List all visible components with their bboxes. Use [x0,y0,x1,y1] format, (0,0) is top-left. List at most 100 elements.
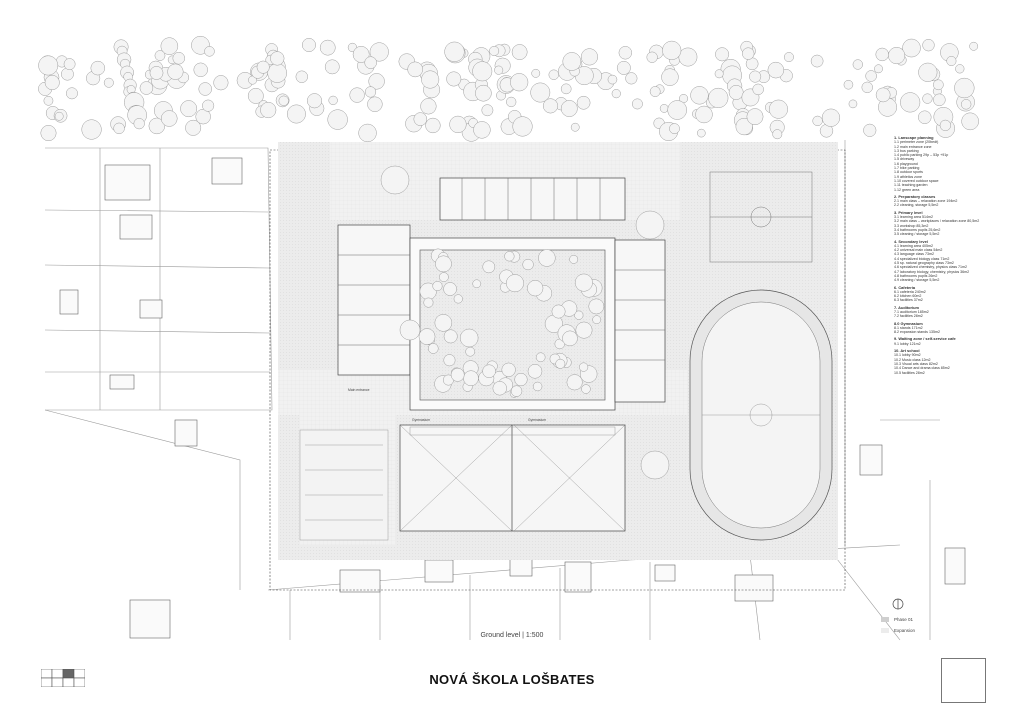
key-expansion: Expansion [881,628,916,634]
plan-subtitle: Ground level | 1:500 [480,632,544,639]
tree-icon [900,92,921,113]
tree-icon [324,59,340,75]
tree-icon [113,122,125,135]
tree-icon [301,38,316,52]
legend-item: 6.3 facilities 37m2 [894,298,923,303]
tree-icon [439,272,449,282]
tree-icon [865,70,877,82]
legend-item: 1.12 green area [894,187,920,192]
legend-item: 1.4 public parking 29p – 53p +91p [894,153,949,158]
tree-icon [504,251,515,262]
tree-icon [399,319,421,341]
tree-icon [625,72,638,85]
legend-item: 6.2 kitchen 60m2 [894,294,922,299]
tree-icon [160,110,178,127]
expansion-swatch [881,628,889,634]
tree-icon [103,77,114,88]
site-trees [380,165,670,480]
legend-item: 4.1 learning area 405m2 [894,243,933,248]
tree-icon [861,81,873,94]
tree-icon [489,45,500,56]
tree-icon [90,60,106,76]
tree-icon [420,98,437,115]
legend-item: 1.5 driveway [894,157,915,162]
tree-icon [611,89,621,99]
classroom-grid [338,178,665,361]
tree-icon [81,119,102,140]
tree-icon [863,123,877,137]
tree-icon [368,73,385,90]
tree-icon [465,346,476,357]
key-phase-label: Phase 01 [894,617,914,622]
legend-item: 2.1 main class – relaxation zone 194m2 [894,199,958,204]
key-phase: Phase 01 [881,617,914,623]
tree-icon [444,41,465,62]
tree-icon [697,128,706,138]
tree-icon [560,100,578,117]
tree-icon [510,73,529,92]
tree-icon [278,95,289,106]
tree-icon [413,112,428,126]
tree-icon [501,362,516,377]
tree-icon [506,274,524,293]
legend-item: 4.8 bathrooms pupils 26m2 [894,273,938,278]
tree-icon [902,38,921,58]
tree-icon [640,450,670,480]
tree-icon [38,55,59,76]
legend-item: 4.9 cleaning / storage 5,5m2 [894,278,940,283]
legend-item: 2.2 cleaning, storage 5,5m2 [894,203,939,208]
tree-icon [514,372,528,387]
legend-item: 7.2 facilities 28m2 [894,314,923,319]
tree-icon [560,83,572,95]
gymnasium-west-label: Gymnasium [412,418,431,422]
tree-icon [922,93,933,104]
tree-icon [579,362,589,372]
tree-icon [435,255,452,273]
tree-icon [369,42,389,62]
tree-icon [295,70,308,83]
tree-icon [574,310,584,320]
tree-icon [66,87,78,100]
tree-icon [752,83,764,96]
tree-icon [918,110,932,124]
legend-item: 10.4 Dance and drama class 85m2 [894,366,950,371]
tree-icon [939,119,951,132]
tree-icon [646,51,658,63]
tree-icon [551,304,566,319]
tree-icon [821,108,841,127]
legend-item: 4.5 sp. natural geography class 73m2 [894,261,954,266]
tree-icon [434,314,453,332]
tree-icon [133,118,145,130]
tree-icon [874,64,883,74]
tree-icon [735,117,753,136]
tree-icon [481,104,494,117]
legend-section-title: 6. Cafeteria [894,284,915,290]
legend-section-title: 3. Primary level [894,209,923,215]
tree-icon [566,374,583,391]
tree-icon [954,77,975,99]
legend-item: 3.3 workshop 85,3m2 [894,223,929,228]
tree-icon [607,74,618,85]
tree-icon [482,260,496,274]
sports-court [709,171,813,263]
tree-icon [44,75,60,91]
tree-icon [618,46,632,60]
tree-icon [588,298,605,315]
tree-icon [213,75,229,91]
key-expansion-label: Expansion [894,628,916,633]
tree-icon [768,99,788,119]
tree-icon [446,71,462,87]
tree-icon [695,105,713,124]
legend-item: 1.7 bike parking [894,166,920,171]
tree-icon [421,70,440,89]
tree-icon [443,329,458,344]
legend-section-title: 9. Waiting zone / self-service cafe [894,336,956,342]
legend-item: 4.2 universal main class 54m2 [894,248,943,253]
tree-icon [449,115,467,134]
tree-icon [576,95,591,110]
